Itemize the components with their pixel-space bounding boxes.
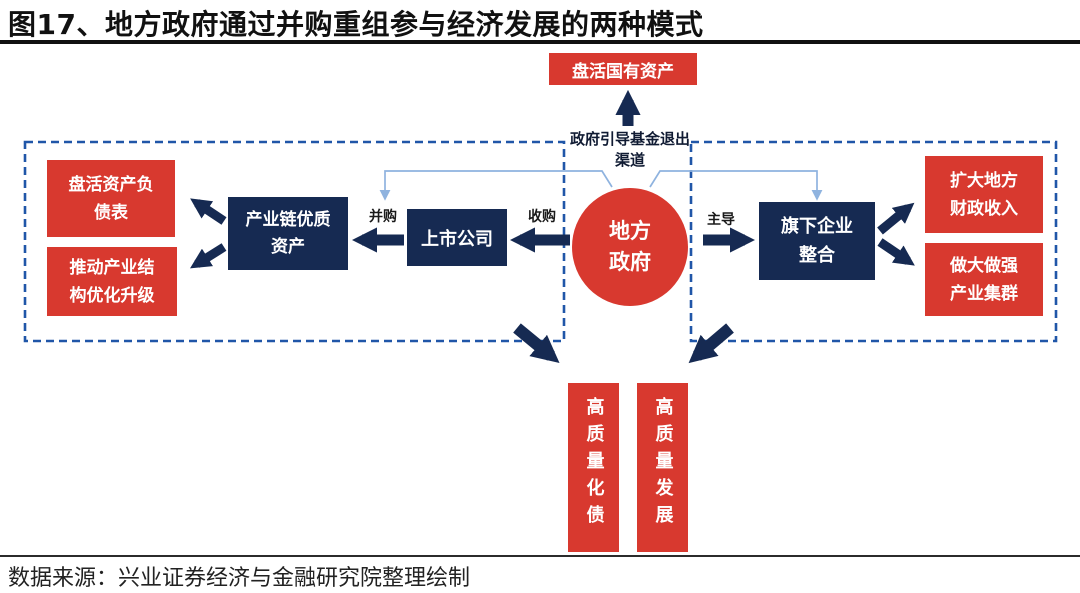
- circle-line: 政府: [609, 250, 651, 274]
- circle-line: 地方: [609, 219, 651, 243]
- fund-exit-connector-right: [649, 170, 823, 201]
- box-listed-company: 上市公司: [407, 209, 507, 266]
- fund-exit-connector-left: [379, 170, 613, 201]
- box-line: 盘活资产负: [68, 174, 154, 195]
- box-line: 扩大地方: [950, 170, 1018, 191]
- box-label: 上市公司: [421, 228, 493, 250]
- box-line: 推动产业结: [69, 257, 155, 278]
- label-line: 政府引导基金退出: [569, 130, 690, 148]
- box-expand-fiscal-revenue: 扩大地方 财政收入: [925, 156, 1043, 233]
- fund-exit-channel-label: 政府引导基金退出 渠道: [555, 129, 705, 171]
- box-revitalize-balance-sheet: 盘活资产负 债表: [47, 160, 175, 237]
- box-line: 产业链优质: [245, 209, 331, 230]
- arrow-to-balance-sheet: [190, 198, 227, 225]
- box-line: 债表: [94, 202, 128, 223]
- local-government-circle: 地方 政府: [572, 188, 688, 306]
- box-line: 构优化升级: [69, 285, 155, 306]
- data-source-note: 数据来源：兴业证券经济与金融研究院整理绘制: [8, 566, 471, 591]
- box-strengthen-industry-cluster: 做大做强 产业集群: [925, 243, 1043, 316]
- box-revitalize-state-assets: 盘活国有资产: [549, 53, 697, 85]
- box-high-quality-debt-resolution: 高质量化债: [568, 383, 619, 552]
- vertical-text: 高质量发展: [652, 397, 674, 532]
- figure-title: 图17、地方政府通过并购重组参与经济发展的两种模式: [8, 8, 704, 41]
- box-high-quality-development: 高质量发展: [637, 383, 688, 552]
- arrow-down-right-mode: [688, 323, 734, 364]
- merge-label: 并购: [369, 209, 397, 225]
- label-line: 渠道: [614, 151, 645, 169]
- box-line: 资产: [271, 236, 305, 257]
- box-label: 盘活国有资产: [572, 61, 674, 82]
- box-chain-quality-assets: 产业链优质 资产: [228, 197, 348, 270]
- box-line: 财政收入: [950, 198, 1018, 219]
- box-industry-structure-upgrade: 推动产业结 构优化升级: [47, 247, 177, 316]
- title-rule: [0, 40, 1080, 44]
- vertical-text: 高质量化债: [583, 397, 605, 532]
- box-line: 旗下企业: [781, 216, 853, 237]
- box-line: 产业集群: [950, 283, 1018, 304]
- lead-label: 主导: [707, 212, 735, 228]
- box-subsidiary-integration: 旗下企业 整合: [759, 202, 875, 280]
- arrow-to-fiscal-revenue: [877, 202, 915, 235]
- box-line: 整合: [799, 245, 835, 266]
- arrow-to-industry-upgrade: [189, 243, 227, 269]
- acquire-label: 收购: [528, 209, 556, 225]
- footer-rule: [0, 555, 1080, 557]
- arrow-down-left-mode: [513, 323, 560, 364]
- box-line: 做大做强: [950, 255, 1018, 276]
- arrow-to-industry-cluster: [877, 238, 915, 266]
